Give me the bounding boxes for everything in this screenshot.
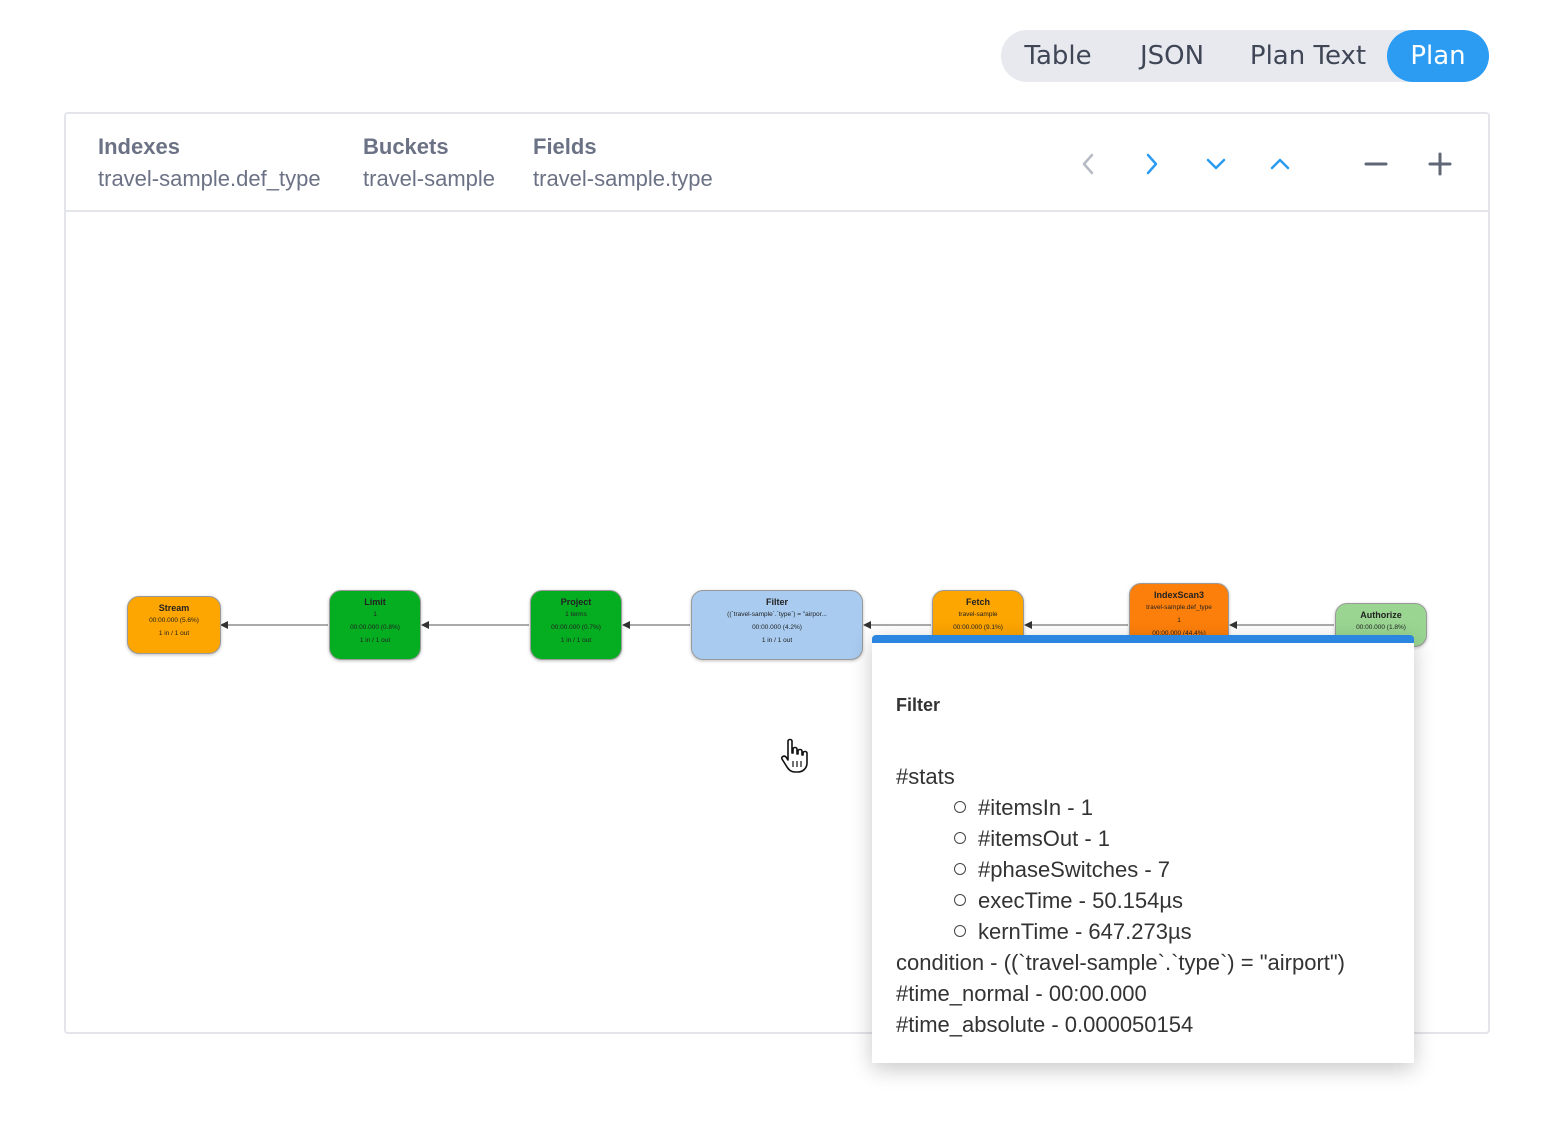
condition-text: condition - ((`travel-sample`.`type`) = … — [896, 950, 1346, 975]
buckets-label: Buckets — [363, 134, 449, 159]
bullet-icon — [954, 863, 966, 875]
tab-table[interactable]: Table — [1024, 41, 1092, 71]
plan-panel: Indexes travel-sample.def_type Buckets t… — [64, 112, 1490, 1034]
node-title: IndexScan3 — [1153, 590, 1205, 600]
indexes-value: travel-sample.def_type — [98, 166, 321, 191]
plan-node-limit[interactable]: Limit 1 00:00.000 (0.8%) 1 in / 1 out — [329, 590, 421, 660]
node-line: 00:00.000 (0.8%) — [350, 624, 400, 631]
plan-node-project[interactable]: Project 1 terms 00:00.000 (0.7%) 1 in / … — [530, 590, 622, 660]
plan-node-stream[interactable]: Stream 00:00.000 (5.6%) 1 in / 1 out — [127, 596, 221, 654]
stat-item: #phaseSwitches - 7 — [954, 854, 1170, 885]
chevron-up-icon[interactable] — [1260, 144, 1300, 184]
stat-text: execTime - 50.154µs — [978, 888, 1184, 913]
stat-item: #itemsOut - 1 — [954, 823, 1110, 854]
plan-header: Indexes travel-sample.def_type Buckets t… — [66, 114, 1488, 212]
bullet-icon — [954, 925, 966, 937]
node-line: 1 — [373, 611, 377, 618]
stat-text: #itemsOut - 1 — [978, 826, 1111, 851]
indexes-label: Indexes — [98, 134, 180, 159]
node-line: 1 — [1177, 617, 1181, 624]
stats-label: #stats — [896, 764, 955, 789]
stat-text: #itemsIn - 1 — [978, 795, 1093, 820]
node-details-tooltip: Filter #stats #itemsIn - 1 #itemsOut - 1… — [872, 635, 1414, 1063]
node-line: 00:00.000 (9.1%) — [953, 624, 1003, 631]
view-toggle: Table JSON Plan Text Plan — [1001, 30, 1489, 82]
minus-icon[interactable] — [1356, 144, 1396, 184]
node-title: Limit — [364, 597, 386, 607]
stat-item: execTime - 50.154µs — [954, 885, 1183, 916]
bullet-icon — [954, 832, 966, 844]
node-line: travel-sample — [958, 611, 998, 618]
stat-text: #phaseSwitches - 7 — [978, 857, 1170, 882]
node-line: 00:00.000 (1.8%) — [1356, 624, 1406, 631]
plan-node-filter[interactable]: Filter ((`travel-sample`.`type`) = "airp… — [691, 590, 863, 660]
stat-item: kernTime - 647.273µs — [954, 916, 1192, 947]
node-title: Filter — [765, 597, 788, 607]
node-line: 1 in / 1 out — [560, 637, 592, 644]
chevron-right-icon[interactable] — [1132, 144, 1172, 184]
node-title: Stream — [158, 603, 190, 613]
connector-lines — [220, 621, 1334, 629]
stat-item: #itemsIn - 1 — [954, 792, 1093, 823]
buckets-value: travel-sample — [363, 166, 496, 191]
fields-label: Fields — [533, 134, 597, 159]
time-absolute-text: #time_absolute - 0.000050154 — [896, 1012, 1194, 1037]
tooltip-title: Filter — [896, 695, 941, 715]
bullet-icon — [954, 801, 966, 813]
fields-value: travel-sample.type — [533, 166, 713, 191]
fields-info: Fields travel-sample.type — [533, 132, 713, 196]
node-line: 00:00.000 (5.6%) — [149, 617, 199, 624]
node-title: Authorize — [1360, 610, 1402, 620]
chevron-left-icon[interactable] — [1068, 144, 1108, 184]
hand-cursor-icon — [781, 738, 808, 773]
tab-plan[interactable]: Plan — [1387, 30, 1489, 82]
node-line: 1 in / 1 out — [359, 637, 391, 644]
time-normal-text: #time_normal - 00:00.000 — [896, 981, 1147, 1006]
node-line: 00:00.000 (4.2%) — [752, 624, 802, 631]
node-line: 00:00.000 (0.7%) — [551, 624, 601, 631]
node-line: travel-sample.def_type — [1146, 604, 1212, 611]
chevron-down-icon[interactable] — [1196, 144, 1236, 184]
buckets-info: Buckets travel-sample — [363, 132, 495, 196]
node-line: 1 in / 1 out — [158, 630, 190, 637]
indexes-info: Indexes travel-sample.def_type — [98, 132, 321, 196]
stat-text: kernTime - 647.273µs — [978, 919, 1192, 944]
plus-icon[interactable] — [1420, 144, 1460, 184]
node-title: Fetch — [965, 597, 990, 607]
tab-plan-text[interactable]: Plan Text — [1249, 41, 1367, 71]
tab-json[interactable]: JSON — [1139, 41, 1205, 71]
node-title: Project — [560, 597, 592, 607]
node-line: 1 in / 1 out — [761, 637, 793, 644]
node-line: ((`travel-sample`.`type`) = "airpor... — [727, 611, 827, 618]
node-line: 1 terms — [565, 611, 587, 618]
bullet-icon — [954, 894, 966, 906]
